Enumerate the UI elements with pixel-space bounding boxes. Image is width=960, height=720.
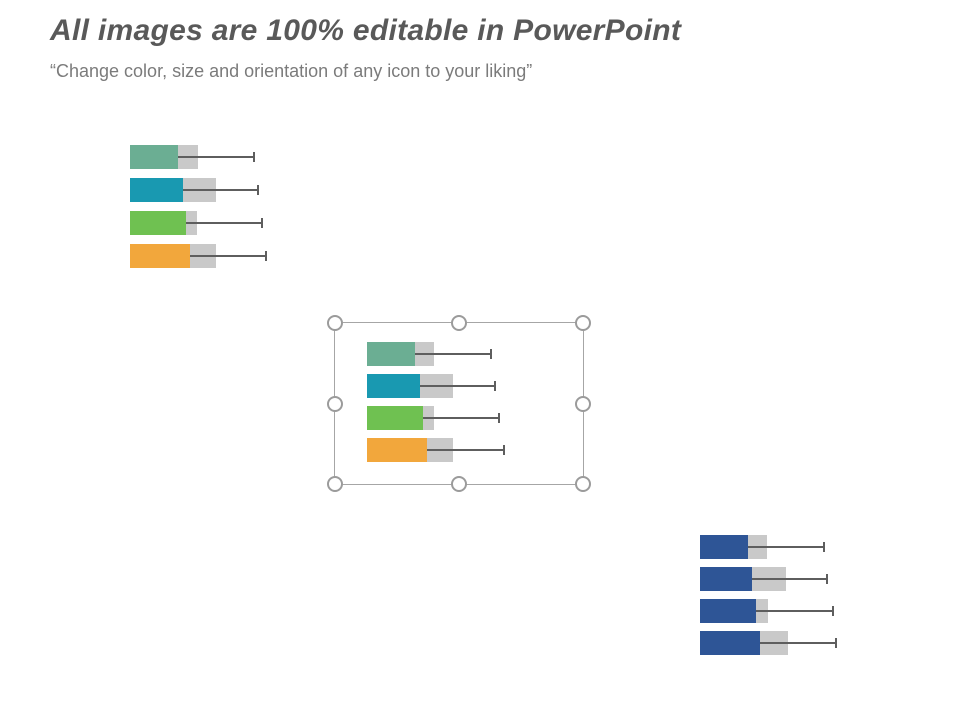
whisker-cap <box>494 381 496 391</box>
bar-segment-fill[interactable] <box>367 438 427 462</box>
bar-row <box>700 631 839 655</box>
selection-handle-bottom-right[interactable] <box>575 476 591 492</box>
whisker-cap <box>261 218 263 228</box>
whisker-line <box>752 578 826 580</box>
bar-segment-fill[interactable] <box>700 599 756 623</box>
whisker-line <box>760 642 835 644</box>
bar-row <box>130 178 269 202</box>
bar-segment-fill[interactable] <box>130 145 178 169</box>
selection-handle-top-right[interactable] <box>575 315 591 331</box>
bar-row <box>130 211 269 235</box>
whisker-cap <box>823 542 825 552</box>
bar-chart-top-left[interactable] <box>130 145 269 268</box>
whisker-line <box>420 385 494 387</box>
whisker-line <box>178 156 253 158</box>
whisker-cap <box>257 185 259 195</box>
bar-row <box>367 342 507 366</box>
selection-handle-top-left[interactable] <box>327 315 343 331</box>
whisker-cap <box>503 445 505 455</box>
bar-row <box>367 374 507 398</box>
bar-segment-fill[interactable] <box>130 211 186 235</box>
whisker-line <box>415 353 490 355</box>
whisker-line <box>756 610 832 612</box>
whisker-line <box>186 222 261 224</box>
whisker-cap <box>498 413 500 423</box>
whisker-line <box>423 417 498 419</box>
bar-row <box>700 535 839 559</box>
bar-row <box>130 145 269 169</box>
bar-segment-fill[interactable] <box>700 567 752 591</box>
whisker-cap <box>832 606 834 616</box>
bar-row <box>130 244 269 268</box>
selection-handle-top-center[interactable] <box>451 315 467 331</box>
selection-handle-middle-left[interactable] <box>327 395 343 412</box>
whisker-line <box>427 449 503 451</box>
whisker-line <box>190 255 265 257</box>
whisker-cap <box>835 638 837 648</box>
whisker-cap <box>253 152 255 162</box>
bar-segment-fill[interactable] <box>130 244 190 268</box>
whisker-line <box>183 189 257 191</box>
bar-row <box>367 406 507 430</box>
bar-row <box>700 567 839 591</box>
bar-chart-center-selected[interactable] <box>367 342 507 462</box>
selection-frame[interactable] <box>327 315 591 492</box>
bar-segment-fill[interactable] <box>130 178 183 202</box>
bar-segment-fill[interactable] <box>367 406 423 430</box>
bar-segment-fill[interactable] <box>367 342 415 366</box>
bar-segment-fill[interactable] <box>700 631 760 655</box>
whisker-cap <box>826 574 828 584</box>
bar-row <box>700 599 839 623</box>
selection-handle-bottom-left[interactable] <box>327 476 343 492</box>
whisker-line <box>748 546 823 548</box>
whisker-cap <box>265 251 267 261</box>
bar-chart-bottom-right[interactable] <box>700 535 839 655</box>
whisker-cap <box>490 349 492 359</box>
slide-title: All images are 100% editable in PowerPoi… <box>50 14 682 47</box>
selection-handle-bottom-center[interactable] <box>451 476 467 492</box>
bar-segment-fill[interactable] <box>700 535 748 559</box>
bar-segment-fill[interactable] <box>367 374 420 398</box>
selection-handle-middle-right[interactable] <box>575 395 591 412</box>
bar-row <box>367 438 507 462</box>
slide-subtitle: “Change color, size and orientation of a… <box>50 61 533 81</box>
